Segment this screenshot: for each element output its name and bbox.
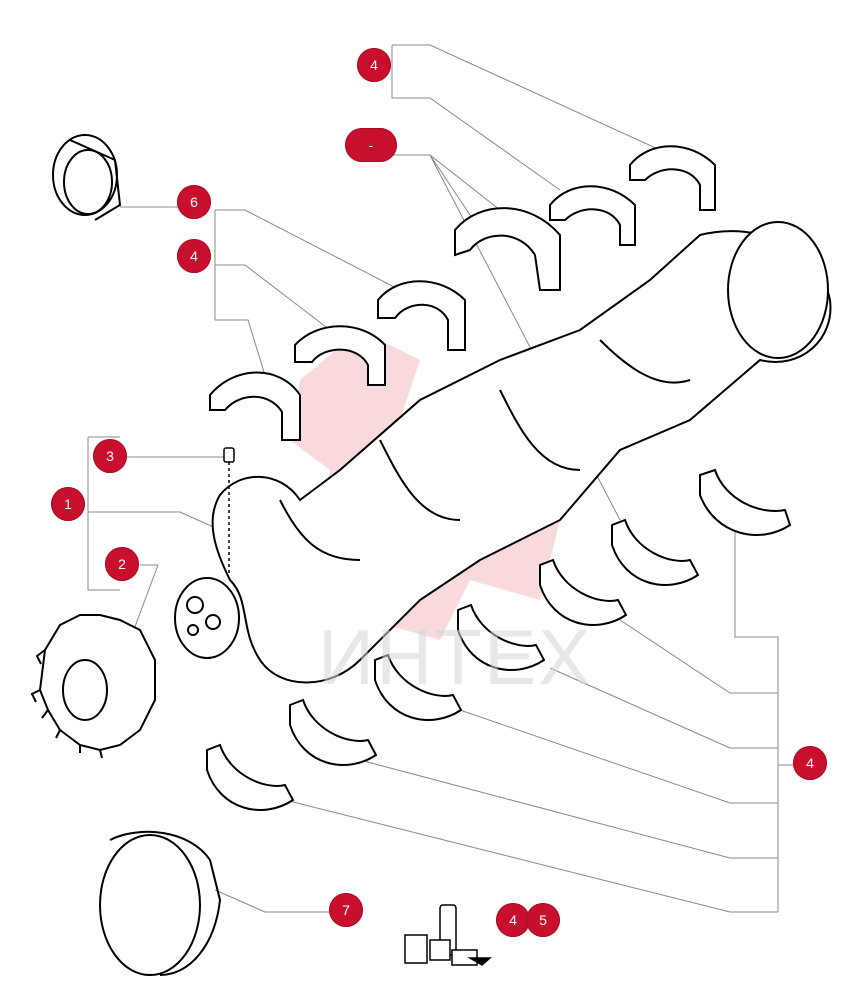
callout-4-right[interactable]: 4 — [793, 746, 827, 780]
lower-bearing-shells — [206, 468, 792, 811]
gear — [30, 614, 156, 759]
callout-4-bottom[interactable]: 4 — [496, 903, 530, 937]
watermark-text: ИНТЕХ — [318, 613, 593, 701]
callout-7[interactable]: 7 — [329, 893, 363, 927]
callout-3[interactable]: 3 — [93, 439, 127, 473]
upper-bearing-shells — [209, 145, 716, 441]
pin — [223, 447, 235, 575]
crankshaft — [174, 221, 832, 684]
callout-6[interactable]: 6 — [177, 185, 211, 219]
callout-5-bottom[interactable]: 5 — [526, 903, 560, 937]
callout-2[interactable]: 2 — [105, 547, 139, 581]
callout-dash[interactable]: - — [345, 128, 397, 162]
seal-rings — [52, 134, 222, 976]
callout-4-left[interactable]: 4 — [177, 239, 211, 273]
hardware-kit — [404, 904, 492, 966]
callout-4-top[interactable]: 4 — [357, 48, 391, 82]
callout-1[interactable]: 1 — [51, 487, 85, 521]
